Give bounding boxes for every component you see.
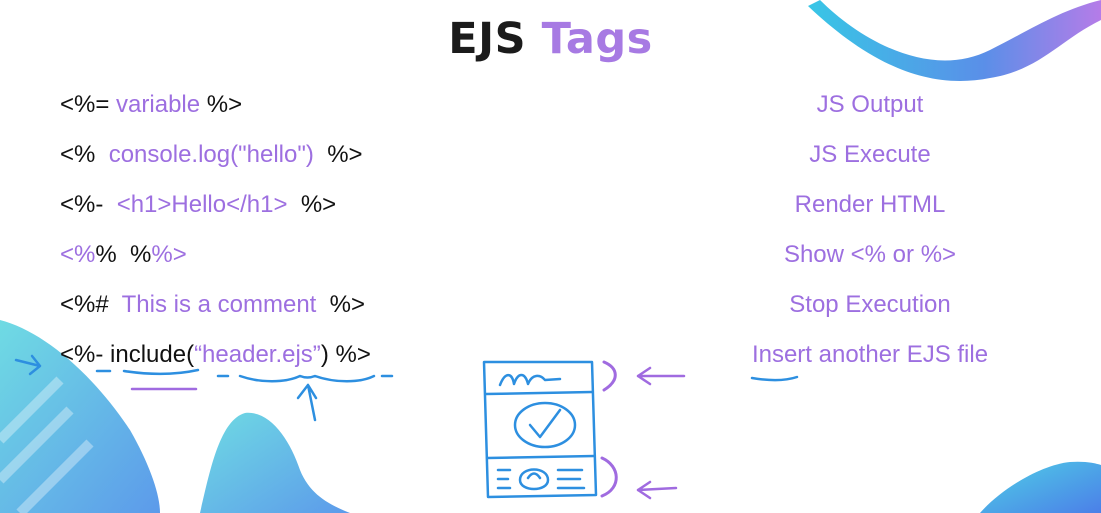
tag-row-render-html: <%- <h1>Hello</h1> %> [60,187,336,223]
tag-row-output: <%= variable %> [60,87,242,123]
tag-row-comment: <%# This is a comment %> [60,287,365,323]
desc-render-html: Render HTML [794,191,946,218]
tag-row-literal: <%% %%> [60,237,187,273]
swoosh-shape [808,0,1101,81]
tag-open: <%= [60,91,117,118]
tag-open: <% [60,241,96,268]
tag-close: %> [316,291,366,318]
desc-literal: Show <% or %> [783,241,957,268]
page-title: EJS Tags [0,14,1101,64]
tag-include-keyword: include( [110,341,195,368]
tag-content: “header.ejs” [194,341,321,368]
bottom-right-blob-shape [980,461,1101,513]
tag-open: <%- [60,191,117,218]
desc-output: JS Output [816,91,924,118]
tag-open: <% [60,141,109,168]
tag-close: %> [313,141,363,168]
tag-content: % % [95,241,152,268]
tag-row-include: <%- include(“header.ejs”) %> [60,337,371,373]
title-tags: Tags [541,14,653,64]
tag-content: This is a comment [121,291,317,318]
desc-include: Insert another EJS file [751,341,989,368]
tag-close: %> [200,91,243,118]
tag-close: %> [151,241,187,268]
tag-row-execute: <% console.log("hello") %> [60,137,363,173]
tag-content: console.log("hello") [108,141,314,168]
desc-execute: JS Execute [809,141,931,168]
tag-close: ) %> [320,341,371,368]
tag-content: <h1>Hello</h1> [116,191,288,218]
desc-comment: Stop Execution [789,291,951,318]
left-peak-shape [200,412,350,513]
tag-close: %> [287,191,337,218]
tag-open: <%# [60,291,122,318]
title-ejs: EJS [448,14,527,64]
tag-open: <%- [60,341,111,368]
tag-content: variable [116,91,201,118]
